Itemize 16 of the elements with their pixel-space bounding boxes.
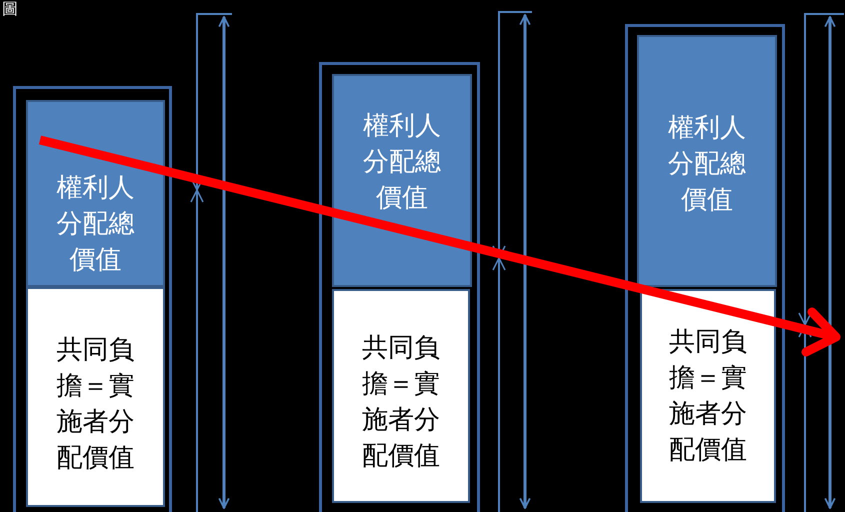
box-text: 權利人分配總價值 [362,110,442,215]
box-text: 權利人分配總價值 [56,172,136,277]
column-frame [625,24,785,512]
column-frame [13,86,172,512]
share-box [637,35,777,287]
box-text: 共同負擔＝實施者分配價值 [56,334,136,475]
box-text: 權利人分配總價值 [667,112,747,217]
share-box [332,74,472,287]
title: 圖 [2,0,18,18]
cost-box [26,287,165,507]
cost-box [332,289,470,503]
box-text: 共同負擔＝實施者分配價值 [361,332,441,473]
box-text: 共同負擔＝實施者分配價值 [668,326,748,467]
column-frame [319,62,480,512]
cost-box [640,289,776,503]
share-box [26,100,165,287]
